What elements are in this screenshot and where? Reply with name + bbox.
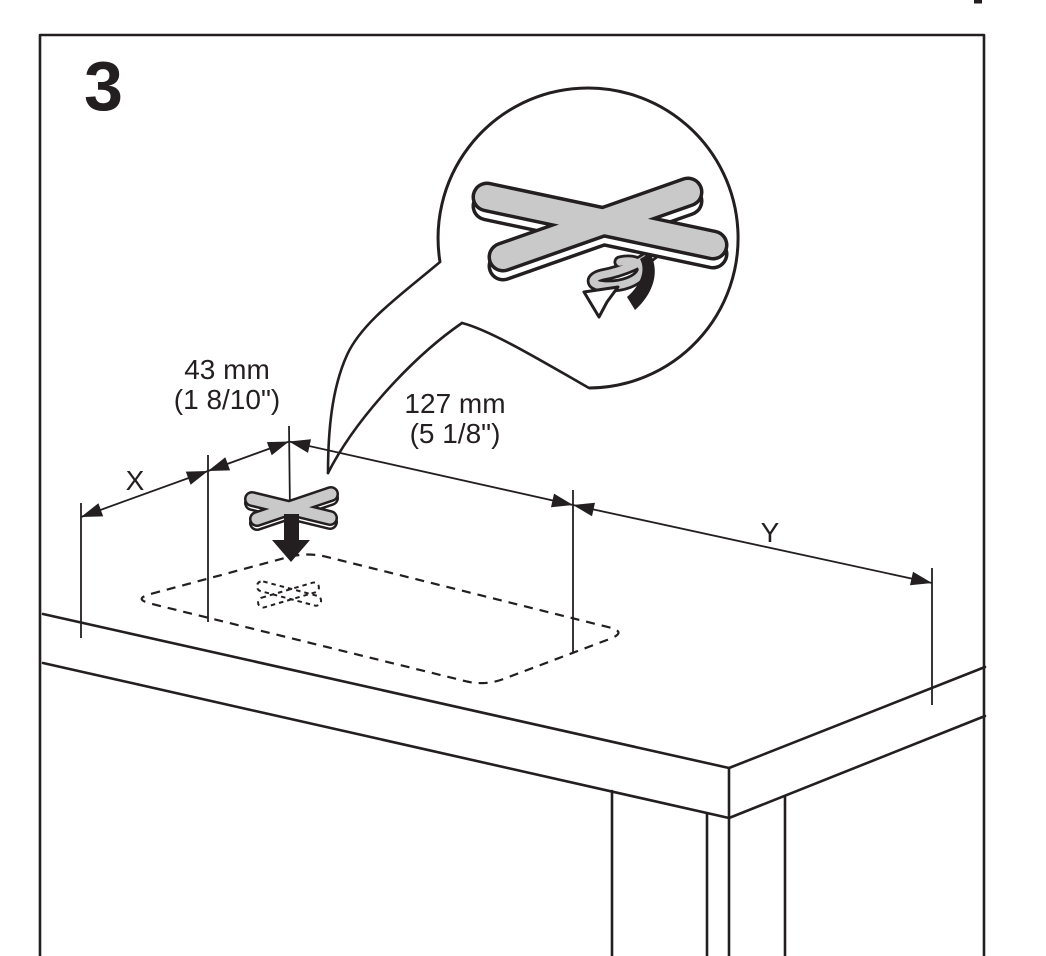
- extension-line: [288, 425, 291, 513]
- dimension-arrowhead: [81, 503, 104, 517]
- step-number: 3: [84, 47, 123, 125]
- step-frame-border: [38, 33, 986, 956]
- dim-43-imperial-label: (1 8/10"): [174, 384, 280, 415]
- dim-127-metric-label: 127 mm: [404, 388, 505, 419]
- dim-127-imperial-label: (5 1/8"): [410, 418, 501, 449]
- tabletop-top-edges: [41, 612, 987, 770]
- dimension-arrowhead: [910, 571, 932, 586]
- dashed-cross-bar: [255, 580, 323, 607]
- detail-bubble: [326, 86, 740, 475]
- table: [41, 612, 987, 956]
- callout-horn-fill: [328, 262, 589, 473]
- dim-y-label: Y: [761, 517, 780, 548]
- page-edge-mark: [974, 0, 982, 4]
- rotate-swoosh-arrow: [627, 253, 655, 310]
- dashed-cross-outline-icon: [255, 580, 323, 609]
- fitting-top-face: [251, 488, 337, 525]
- dimension-arrowhead: [551, 493, 573, 508]
- dim-43-metric-label: 43 mm: [184, 354, 270, 385]
- routing-outline-dashed: [140, 553, 620, 685]
- fitting-top-face: [491, 180, 700, 269]
- x-cross-fitting-small-icon: [244, 486, 339, 531]
- dimension-arrowhead: [573, 502, 595, 517]
- x-cross-fitting-large-icon: [471, 176, 729, 282]
- tabletop-band-bottom-edges: [41, 661, 987, 820]
- rotate-fitting-arrow-icon: [586, 234, 671, 293]
- rotate-open-arrowhead: [582, 285, 620, 319]
- callout-horn-left-edge: [326, 260, 442, 475]
- dimension-arrowhead: [289, 439, 311, 453]
- thick-down-arrow-icon: [272, 514, 310, 562]
- magnifier-detail-circle: [436, 86, 740, 390]
- dimension-arrowhead: [185, 471, 208, 485]
- dimension-arrowhead: [266, 441, 289, 456]
- dimension-chain: [80, 425, 933, 705]
- dimension-arrowhead: [208, 457, 231, 471]
- callout-horn-inner-edge: [460, 321, 591, 390]
- rotate-ribbon: [589, 237, 668, 290]
- dashed-cross-bar: [257, 581, 320, 609]
- dim-x-label: X: [126, 465, 145, 496]
